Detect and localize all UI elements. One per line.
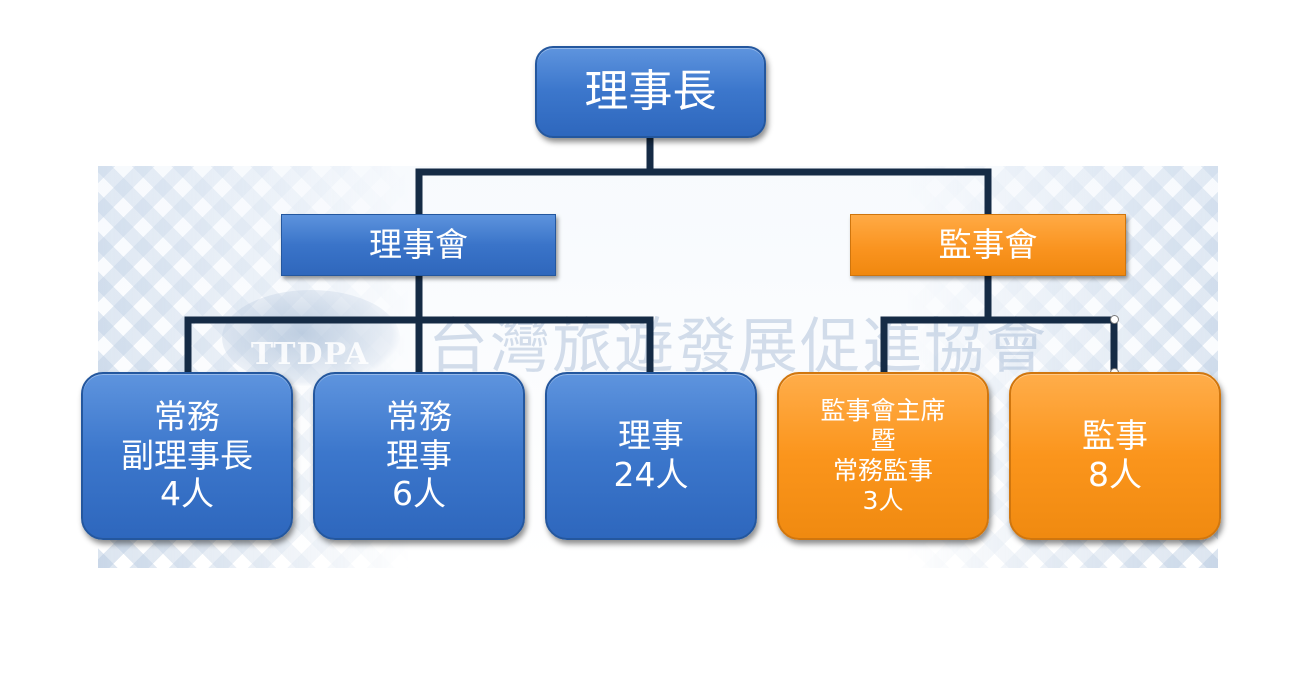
member-line: 4人 bbox=[160, 474, 214, 514]
watermark-letters: TTDPA bbox=[250, 337, 370, 372]
member-line: 常務 bbox=[154, 396, 220, 436]
board-box: 理事會 bbox=[281, 214, 556, 276]
board-label: 理事會 bbox=[369, 224, 468, 264]
member-line: 8人 bbox=[1088, 455, 1142, 494]
member-line: 理事 bbox=[386, 435, 452, 475]
chairman-box: 理事長 bbox=[535, 46, 766, 138]
member-line: 3人 bbox=[862, 486, 904, 515]
member-line: 監事會主席 bbox=[820, 396, 946, 425]
chairman-label: 理事長 bbox=[584, 66, 717, 118]
supervisory-box: 監事會 bbox=[850, 214, 1126, 276]
member-line: 理事 bbox=[618, 416, 684, 456]
member-line: 24人 bbox=[613, 455, 689, 494]
supervisory-label: 監事會 bbox=[938, 224, 1038, 264]
selection-handle-top[interactable] bbox=[1110, 315, 1119, 324]
member-line: 副理事長 bbox=[121, 435, 253, 475]
member-box-supervisory-chair: 監事會主席 暨 常務監事 3人 bbox=[777, 372, 989, 540]
member-line: 常務監事 bbox=[832, 456, 933, 485]
member-box-director: 理事 24人 bbox=[545, 372, 757, 540]
member-line: 監事 bbox=[1082, 416, 1148, 456]
member-line: 6人 bbox=[392, 474, 446, 514]
member-box-standing-director: 常務 理事 6人 bbox=[313, 372, 525, 540]
member-line: 常務 bbox=[386, 396, 452, 436]
member-box-standing-vice-chairman: 常務 副理事長 4人 bbox=[81, 372, 293, 540]
member-line: 暨 bbox=[870, 426, 896, 455]
watermark-name: 台灣旅遊發展促進協會 bbox=[428, 312, 1048, 382]
watermark-logo bbox=[222, 290, 400, 386]
member-box-supervisor: 監事 8人 bbox=[1009, 372, 1221, 540]
